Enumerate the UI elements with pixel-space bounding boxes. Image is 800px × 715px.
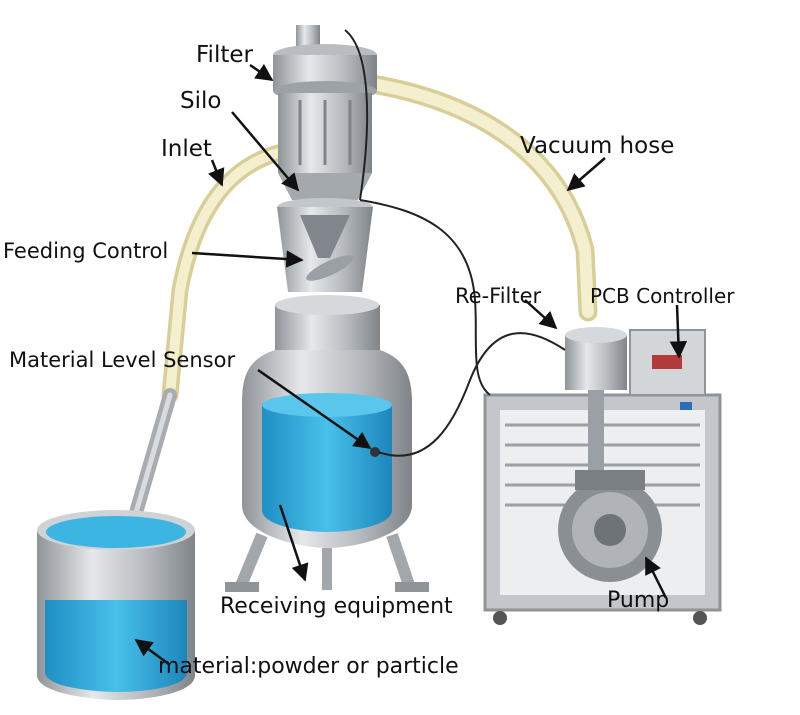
label-filter: Filter bbox=[196, 42, 253, 68]
label-feeding-control: Feeding Control bbox=[3, 239, 169, 263]
arrow-receiving-equipment bbox=[278, 504, 309, 582]
arrow-pump bbox=[644, 556, 668, 599]
label-re-filter: Re-Filter bbox=[455, 284, 542, 308]
label-receiving-equipment: Receiving equipment bbox=[220, 594, 453, 619]
arrow-material bbox=[134, 638, 171, 667]
annotation-arrows bbox=[134, 63, 688, 667]
arrow-vacuum-hose bbox=[566, 157, 606, 192]
label-vacuum-hose: Vacuum hose bbox=[520, 133, 675, 159]
sensor-cable bbox=[377, 332, 566, 457]
arrow-feeding-control bbox=[191, 250, 304, 268]
label-material-level-sensor: Material Level Sensor bbox=[9, 348, 236, 372]
label-material: material:powder or particle bbox=[158, 654, 459, 679]
label-inlet: Inlet bbox=[161, 136, 212, 162]
receiving-vessel bbox=[225, 295, 429, 592]
arrow-silo bbox=[231, 111, 300, 192]
material-drum bbox=[37, 510, 195, 700]
arrow-re-filter bbox=[524, 299, 558, 330]
arrow-material-level-sensor bbox=[257, 368, 372, 450]
label-pcb-controller: PCB Controller bbox=[590, 284, 735, 308]
label-silo: Silo bbox=[180, 88, 222, 114]
pump-cart bbox=[483, 327, 722, 625]
arrow-inlet bbox=[208, 159, 225, 187]
arrow-pcb-controller bbox=[669, 304, 688, 359]
label-pump: Pump bbox=[607, 588, 670, 613]
hopper-assembly bbox=[273, 25, 377, 292]
arrow-filter bbox=[249, 63, 274, 82]
